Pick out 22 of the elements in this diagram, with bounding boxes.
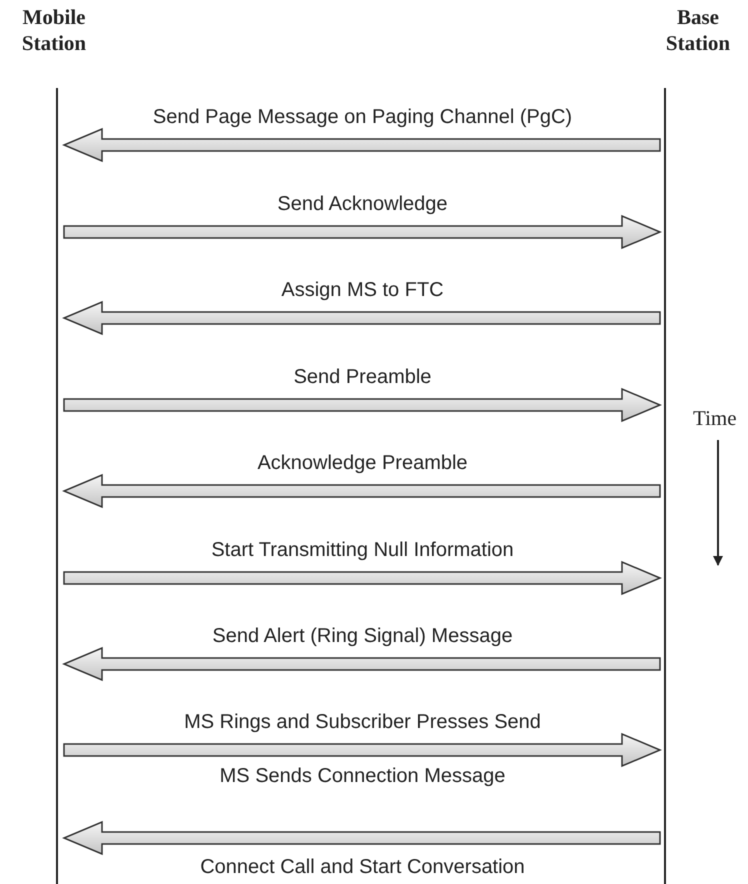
block-arrow [63, 214, 662, 250]
edge-label: Send Preamble [292, 365, 432, 389]
edge-label: Start Transmitting Null Information [210, 538, 515, 562]
block-arrow [63, 732, 662, 768]
time-label: Time [693, 406, 737, 430]
edge-label: Send Alert (Ring Signal) Message [211, 624, 514, 648]
edge-label: Connect Call and Start Conversation [199, 855, 526, 879]
block-arrow [62, 820, 661, 856]
block-arrow [62, 300, 661, 336]
message-label: MS Sends Connection Message [218, 764, 506, 788]
edge-label: Assign MS to FTC [280, 278, 445, 302]
block-arrow [63, 560, 662, 596]
station-heading: Mobile Station [20, 4, 88, 56]
block-arrow [62, 128, 661, 162]
edge-label: MS Rings and Subscriber Presses Send [183, 710, 542, 734]
edge-label: Acknowledge Preamble [256, 451, 469, 475]
block-arrow [63, 388, 662, 422]
block-arrow [62, 646, 661, 682]
block-arrow [62, 474, 661, 508]
edge-label: Send Page Message on Paging Channel (PgC) [152, 105, 574, 129]
station-heading: Base Station [664, 4, 732, 56]
edge-label: Send Acknowledge [276, 192, 449, 216]
